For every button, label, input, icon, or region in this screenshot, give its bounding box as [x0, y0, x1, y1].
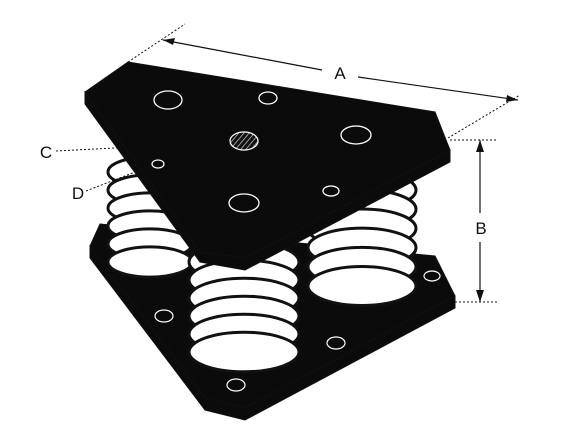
bottom-plate-hole	[226, 378, 246, 392]
spring-coil	[187, 330, 301, 374]
bottom-plate-hole	[154, 309, 174, 323]
spring-coil	[306, 265, 418, 307]
callout-c: C	[40, 141, 233, 162]
top-plate	[84, 61, 451, 271]
top-plate-hole	[228, 193, 260, 213]
dimension-b: B	[450, 139, 497, 303]
threaded-center-hole	[229, 131, 259, 151]
top-plate-hole	[322, 185, 340, 197]
dimension-a-label: A	[334, 64, 346, 83]
top-plate-hole	[340, 125, 372, 145]
spring-coil	[106, 245, 194, 279]
callout-d: D	[72, 164, 154, 203]
top-plate-hole	[151, 159, 165, 169]
top-plate-hole	[153, 90, 183, 110]
bottom-plate-hole	[326, 336, 346, 350]
dimension-a: A	[127, 23, 521, 139]
top-plate-hole	[258, 91, 278, 105]
callout-c-label: C	[40, 143, 52, 162]
bottom-plate-hole	[423, 270, 441, 282]
dimension-b-label: B	[475, 219, 486, 238]
callout-d-label: D	[72, 184, 84, 203]
